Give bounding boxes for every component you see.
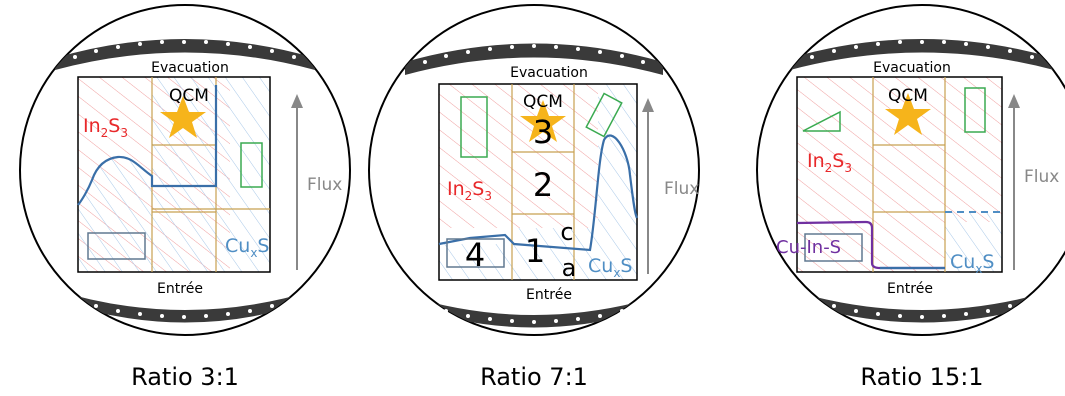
cuxs-label: CuxS: [950, 251, 994, 276]
substrate-frame: [796, 76, 1003, 273]
qcm-star-icon: [885, 93, 931, 135]
thickness-profile-curve: [438, 134, 638, 252]
green-sample: [240, 142, 263, 188]
bottom-plate: [790, 290, 1054, 323]
panel-caption: Ratio 7:1: [480, 363, 588, 391]
qcm-grid: [511, 84, 575, 280]
substrate-frame: [438, 83, 638, 281]
flux-arrow-icon: [642, 98, 654, 274]
substrate-frame: [77, 76, 271, 273]
bottom-plate: [55, 290, 315, 323]
green-sample: [964, 87, 986, 133]
panel-caption: Ratio 15:1: [860, 363, 983, 391]
gray-sample: [446, 238, 505, 268]
gray-sample: [804, 233, 863, 262]
flux-label: Flux: [664, 179, 699, 199]
cuxs-hatch-zone: [439, 84, 637, 280]
bottom-plate: [405, 295, 663, 328]
evacuation-label: Evacuation: [510, 65, 588, 81]
cuxs-label: CuxS: [225, 235, 269, 260]
qcm-label: QCM: [169, 86, 209, 106]
flux-label: Flux: [307, 175, 342, 195]
panel-ratio-15-1: Evacuation Entrée QCM Flux In2S3 CuxS Cu…: [756, 4, 1065, 391]
cuxs-hatch-zone: [78, 77, 270, 272]
qcm-star-icon: [520, 100, 566, 142]
zone-number-4: 4: [465, 236, 485, 274]
zone-number-2: 2: [533, 166, 553, 204]
evacuation-label: Evacuation: [873, 60, 951, 76]
entree-label: Entrée: [526, 287, 572, 303]
cuins-label: Cu-In-S: [776, 237, 841, 258]
top-plate-holes: [810, 40, 1034, 59]
entree-label: Entrée: [157, 281, 203, 297]
bottom-plate-holes: [423, 303, 645, 324]
thickness-profile-curve: [77, 85, 218, 206]
green-sample-tilted: [585, 92, 623, 138]
entree-label: Entrée: [887, 281, 933, 297]
in2s3-label: In2S3: [83, 115, 128, 140]
bottom-plate-holes: [73, 298, 296, 319]
evacuation-label: Evacuation: [151, 60, 229, 76]
cuins-boundary: [796, 220, 945, 270]
panel-caption: Ratio 3:1: [131, 363, 239, 391]
flux-arrow-icon: [291, 94, 303, 270]
top-plate-holes: [73, 40, 296, 59]
cuxs-label: CuxS: [588, 255, 632, 280]
panel-ratio-7-1: Evacuation Entrée QCM Flux In2S3 CuxS 3 …: [368, 4, 700, 391]
flux-label: Flux: [1024, 167, 1059, 187]
qcm-label: QCM: [888, 86, 928, 106]
qcm-label: QCM: [523, 92, 563, 112]
top-plate-holes: [423, 44, 645, 64]
in2s3-label: In2S3: [447, 178, 492, 203]
qcm-star-icon: [160, 96, 206, 138]
green-triangle-sample: [802, 110, 841, 132]
green-sample: [460, 96, 488, 158]
zone-letter-a: a: [562, 254, 577, 282]
gray-sample: [87, 232, 146, 260]
zone-letter-c: c: [560, 218, 573, 246]
in2s3-hatch-zone: [797, 77, 1002, 222]
in2s3-label: In2S3: [807, 150, 852, 175]
cuxs-hatch-zone: [945, 212, 1002, 272]
zone-number-3: 3: [533, 113, 553, 151]
panel-ratio-3-1: Evacuation Entrée QCM Flux In2S3 CuxS Ra…: [19, 4, 351, 391]
flux-arrow-icon: [1008, 94, 1020, 270]
zone-number-1: 1: [525, 232, 545, 270]
bottom-plate-holes: [810, 298, 1034, 319]
